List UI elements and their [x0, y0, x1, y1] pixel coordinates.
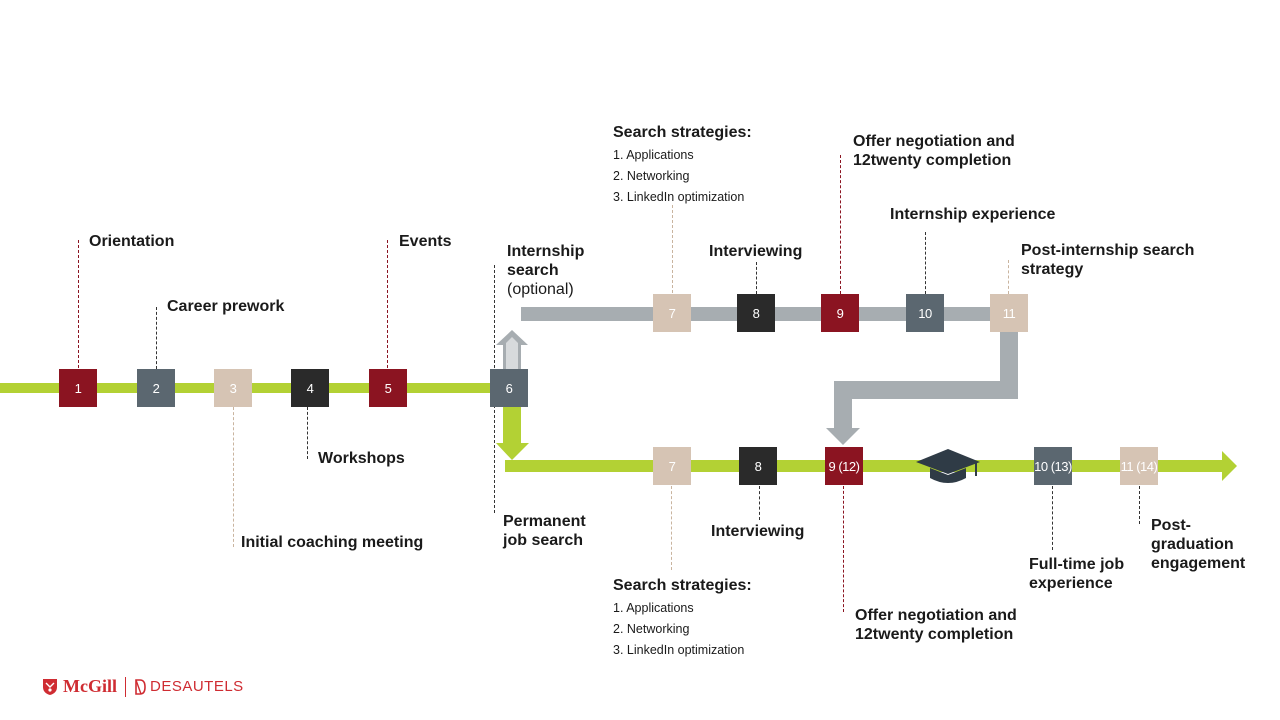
internship-label-experience: Internship experience [890, 206, 1056, 223]
permanent-offer-line2: 12twenty completion [855, 626, 1014, 643]
internship-search-optional: (optional) [507, 281, 574, 298]
permanent-search-line1: Permanent [503, 513, 586, 530]
label-career-prework: Career prework [167, 298, 285, 315]
internship-step-9: 9 [821, 294, 859, 332]
connector-perm-9 [843, 486, 844, 612]
permanent-strategy-1: 1. Applications [613, 601, 694, 615]
permanent-step-11: 11 (14) [1120, 447, 1158, 485]
permanent-fulltime-line2: experience [1029, 575, 1113, 592]
internship-label-offer: Offer negotiation and 12twenty completio… [853, 132, 1015, 170]
permanent-strategy-2: 2. Networking [613, 622, 690, 636]
permanent-postgrad-line3: engagement [1151, 555, 1246, 572]
permanent-step-7: 7 [653, 447, 691, 485]
connector-perm-8 [759, 486, 760, 520]
label-events: Events [399, 233, 452, 250]
step-5: 5 [369, 369, 407, 407]
connector-2 [156, 307, 157, 369]
internship-step-10: 10 [906, 294, 944, 332]
permanent-label-postgrad: Post- graduation engagement [1151, 516, 1245, 573]
internship-post-line1: Post-internship search [1021, 242, 1195, 259]
connector-4 [307, 407, 308, 459]
connector-5 [387, 240, 388, 368]
label-workshops: Workshops [318, 450, 405, 467]
permanent-strategy-3: 3. LinkedIn optimization [613, 643, 745, 657]
down-arrow [496, 397, 529, 460]
internship-search-strategies-heading: Search strategies: [613, 124, 752, 141]
internship-step-7: 7 [653, 294, 691, 332]
internship-strategy-3: 3. LinkedIn optimization [613, 190, 745, 204]
label-orientation: Orientation [89, 233, 175, 250]
connector-perm-7 [671, 486, 672, 570]
permanent-label-interviewing: Interviewing [711, 523, 805, 540]
internship-offer-line1: Offer negotiation and [853, 133, 1015, 150]
permanent-offer-line1: Offer negotiation and [855, 607, 1017, 624]
step-2: 2 [137, 369, 175, 407]
permanent-track [505, 460, 1225, 472]
internship-label-post: Post-internship search strategy [1021, 241, 1194, 279]
connector-3 [233, 407, 234, 547]
permanent-fulltime-line1: Full-time job [1029, 556, 1125, 573]
step-1: 1 [59, 369, 97, 407]
label-permanent-search: Permanent job search [503, 512, 586, 550]
internship-track [503, 307, 1018, 445]
internship-strategies-list: 1. Applications 2. Networking 3. LinkedI… [613, 145, 744, 208]
internship-label-interviewing: Interviewing [709, 243, 803, 260]
mcgill-desautels-logo: McGill DESAUTELS [42, 676, 244, 697]
permanent-step-8: 8 [739, 447, 777, 485]
label-internship-search: Internship search (optional) [507, 242, 584, 299]
connector-int-8 [756, 262, 757, 294]
logo-separator [124, 676, 126, 697]
step-4: 4 [291, 369, 329, 407]
connector-int-7 [672, 205, 673, 293]
permanent-label-offer: Offer negotiation and 12twenty completio… [855, 606, 1017, 644]
internship-offer-line2: 12twenty completion [853, 152, 1012, 169]
connector-int-11 [1008, 260, 1009, 294]
permanent-step-9: 9 (12) [825, 447, 863, 485]
permanent-search-line2: job search [503, 532, 584, 549]
permanent-step-10: 10 (13) [1034, 447, 1072, 485]
graduation-cap-icon [916, 449, 980, 483]
internship-search-line2: search [507, 262, 559, 279]
permanent-arrow-head [1222, 451, 1237, 481]
permanent-strategies-list: 1. Applications 2. Networking 3. LinkedI… [613, 598, 744, 661]
internship-strategy-2: 2. Networking [613, 169, 690, 183]
logo-desautels: DESAUTELS [149, 678, 244, 695]
internship-step-8: 8 [737, 294, 775, 332]
permanent-postgrad-line2: graduation [1151, 536, 1234, 553]
connector-perm-11 [1139, 486, 1140, 524]
step-3: 3 [214, 369, 252, 407]
step-6: 6 [490, 369, 528, 407]
logo-mcgill: McGill [63, 676, 117, 696]
permanent-label-fulltime: Full-time job experience [1029, 555, 1124, 593]
connector-int-10 [925, 232, 926, 294]
internship-strategy-1: 1. Applications [613, 148, 694, 162]
connector-1 [78, 240, 79, 368]
desautels-mark-icon [135, 678, 146, 695]
internship-step-11: 11 [990, 294, 1028, 332]
connector-perm-10 [1052, 486, 1053, 550]
internship-search-line1: Internship [507, 243, 585, 260]
permanent-search-strategies-heading: Search strategies: [613, 577, 752, 594]
connector-int-9 [840, 155, 841, 294]
label-initial-coaching: Initial coaching meeting [241, 534, 424, 551]
internship-post-line2: strategy [1021, 261, 1084, 278]
permanent-postgrad-line1: Post- [1151, 517, 1191, 534]
mcgill-crest-icon [43, 678, 57, 695]
